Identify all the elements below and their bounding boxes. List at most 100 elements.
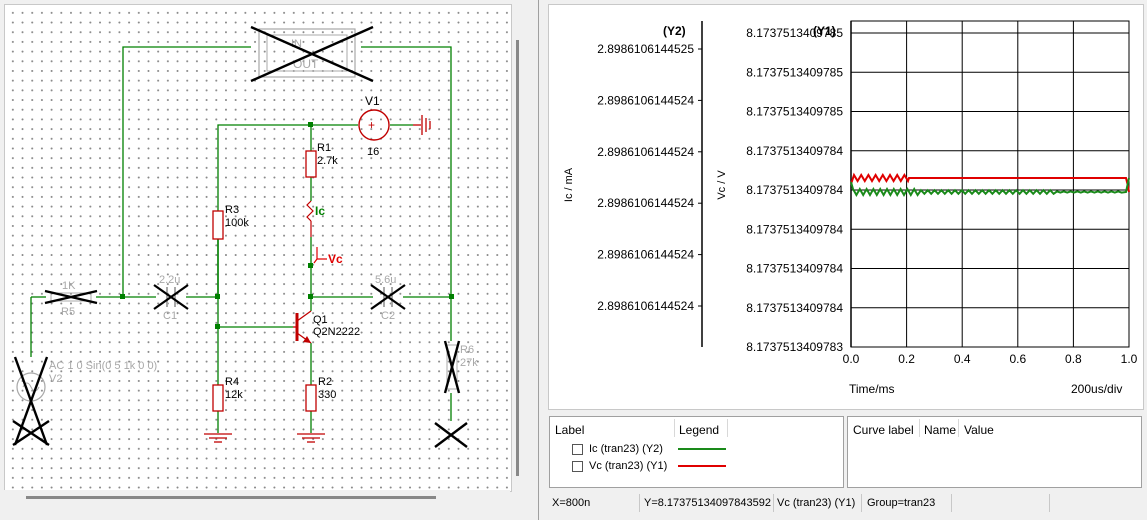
svg-text:+: + xyxy=(368,118,375,132)
c2-capacitor[interactable]: 5.6u C2 xyxy=(370,274,406,322)
schematic-canvas[interactable]: IN OUT + V1 16 R1 xyxy=(4,4,512,492)
plot-pane[interactable]: 0.0 0.2 0.4 0.6 0.8 1.0 8.1737513409785 8.17375… xyxy=(548,4,1144,410)
svg-text:AC 1 0 Sin(0 5 1k 0 0): AC 1 0 Sin(0 5 1k 0 0) xyxy=(49,360,157,372)
svg-text:100k: 100k xyxy=(225,217,249,229)
legend-col-legend: Legend xyxy=(679,423,720,437)
y1-tick-label: 8.1737513409784 xyxy=(746,222,843,236)
svg-text:27k: 27k xyxy=(460,357,478,369)
r5-resistor[interactable]: 1K R5 xyxy=(44,280,98,318)
r1-resistor[interactable]: R1 2.7k xyxy=(305,142,338,178)
status-y: Y=8.17375134097843592 xyxy=(644,497,771,509)
curve-col-name: Name xyxy=(924,423,957,437)
status-curve: Vc (tran23) (Y1) xyxy=(777,497,856,509)
r6-resistor[interactable]: R6 27k xyxy=(434,340,478,448)
y1-tick-label: 8.1737513409784 xyxy=(746,301,843,315)
svg-text:Ic: Ic xyxy=(315,204,325,218)
y2-tick-label: 2.8986106144524 xyxy=(597,248,694,262)
y1-tick-label: 8.1737513409784 xyxy=(746,183,843,197)
junction-dots xyxy=(120,122,454,329)
svg-text:R5: R5 xyxy=(61,306,75,318)
status-bar: X=800n Y=8.17375134097843592 Vc (tran23)… xyxy=(546,492,1147,516)
y2-axis-label: Ic / mA xyxy=(563,167,575,202)
svg-text:Q1: Q1 xyxy=(313,314,328,326)
svg-text:V2: V2 xyxy=(49,373,62,385)
pane-splitter[interactable] xyxy=(538,0,547,520)
ground-symbols xyxy=(204,433,325,443)
x-tick-label: 0.2 xyxy=(898,352,915,366)
legend-checkbox-ic[interactable] xyxy=(572,443,583,455)
series-vc-line xyxy=(850,172,1130,193)
y1-tick-label: 8.1737513409785 xyxy=(746,65,843,79)
x-tick-label: 0.8 xyxy=(1065,352,1082,366)
legend-col-label: Label xyxy=(555,423,585,437)
svg-text:R6: R6 xyxy=(460,344,474,356)
horizontal-scroll-thumb[interactable] xyxy=(26,496,436,499)
r4-resistor[interactable]: R4 12k xyxy=(212,376,243,412)
q1-transistor[interactable]: Q1 Q2N2222 xyxy=(293,310,360,344)
y2-tick-label: 2.8986106144524 xyxy=(597,93,694,107)
y2-tick-label: 2.8986106144525 xyxy=(597,42,694,56)
x-tick-label: 1.0 xyxy=(1121,352,1138,366)
svg-text:IN: IN xyxy=(291,38,302,50)
svg-text:330: 330 xyxy=(318,389,336,401)
r3-resistor[interactable]: R3 100k xyxy=(212,204,249,240)
svg-text:OUT: OUT xyxy=(293,57,319,71)
x-tick-label: 0.0 xyxy=(843,352,860,366)
svg-text:1K: 1K xyxy=(62,280,76,292)
wires xyxy=(30,46,452,433)
c1-capacitor[interactable]: 2.2u C1 xyxy=(153,274,189,322)
v1-source[interactable]: + V1 16 xyxy=(358,94,431,158)
svg-text:R4: R4 xyxy=(225,376,239,388)
legend-swatch-ic xyxy=(678,448,726,450)
ic-probe[interactable]: Ic xyxy=(306,200,325,237)
plot-frame xyxy=(850,20,1130,348)
y1-tick-label: 8.1737513409784 xyxy=(746,262,843,276)
svg-text:R1: R1 xyxy=(317,142,331,154)
svg-text:C1: C1 xyxy=(163,310,177,322)
vc-probe[interactable]: Vc xyxy=(313,247,343,266)
curve-col-curve-label: Curve label xyxy=(853,423,914,437)
v2-source[interactable]: AC 1 0 Sin(0 5 1k 0 0) V2 xyxy=(12,356,157,446)
series-ic-line xyxy=(850,177,1130,198)
schematic-pane: IN OUT + V1 16 R1 xyxy=(0,0,539,520)
svg-text:12k: 12k xyxy=(225,389,243,401)
legend-checkbox-vc[interactable] xyxy=(572,460,583,472)
y1-tick-label: 8.1737513409783 xyxy=(746,340,843,354)
out-block[interactable]: IN OUT xyxy=(250,25,374,83)
y2-tick-label: 2.8986106144524 xyxy=(597,196,694,210)
legend-panel: Label Legend Ic (tran23) (Y2) Vc (tran23… xyxy=(549,416,844,488)
x-tick-label: 0.6 xyxy=(1009,352,1026,366)
svg-text:2.2u: 2.2u xyxy=(159,274,180,286)
legend-label-ic: Ic (tran23) (Y2) xyxy=(589,443,663,455)
svg-text:R2: R2 xyxy=(318,376,332,388)
x-tick-label: 0.4 xyxy=(954,352,971,366)
x-div-label: 200us/div xyxy=(1071,382,1122,396)
horizontal-scrollbar[interactable] xyxy=(4,490,510,508)
legend-row-vc[interactable]: Vc (tran23) (Y1) xyxy=(572,458,667,474)
svg-text:Q2N2222: Q2N2222 xyxy=(313,326,360,338)
svg-text:C2: C2 xyxy=(381,310,395,322)
y2-tick-label: 2.8986106144524 xyxy=(597,299,694,313)
chart[interactable]: 0.0 0.2 0.4 0.6 0.8 1.0 8.1737513409785 8.17375… xyxy=(549,5,1143,409)
r2-resistor[interactable]: R2 330 xyxy=(305,376,336,412)
status-x: X=800n xyxy=(552,497,591,509)
y1-axis-header: (Y1) xyxy=(813,24,836,38)
y2-tick-label: 2.8986106144524 xyxy=(597,145,694,159)
y1-tick-label: 8.1737513409785 xyxy=(746,26,843,40)
legend-row-ic[interactable]: Ic (tran23) (Y2) xyxy=(572,441,663,457)
x-axis-label: Time/ms xyxy=(849,382,895,396)
status-group: Group=tran23 xyxy=(867,497,936,509)
vertical-scrollbar[interactable] xyxy=(512,4,534,490)
vertical-scroll-thumb[interactable] xyxy=(516,40,519,476)
svg-text:V1: V1 xyxy=(365,94,380,108)
curve-info-panel: Curve label Name Value xyxy=(847,416,1142,488)
y1-axis-label: Vc / V xyxy=(716,170,728,200)
curve-col-value: Value xyxy=(964,423,994,437)
svg-text:5.6u: 5.6u xyxy=(375,274,396,286)
svg-text:16: 16 xyxy=(367,146,379,158)
y1-tick-label: 8.1737513409785 xyxy=(746,105,843,119)
legend-swatch-vc xyxy=(678,465,726,467)
legend-label-vc: Vc (tran23) (Y1) xyxy=(589,460,668,472)
svg-text:2.7k: 2.7k xyxy=(317,155,338,167)
svg-text:Vc: Vc xyxy=(328,252,343,266)
